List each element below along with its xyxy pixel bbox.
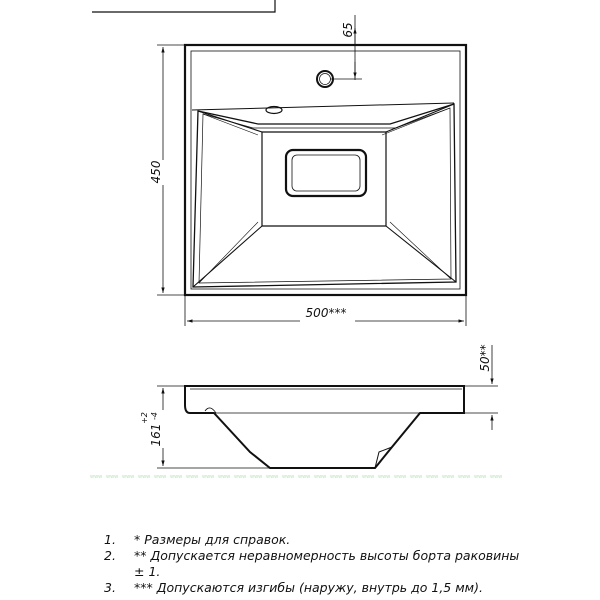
dimension-width xyxy=(184,295,467,326)
watermark-text: www xyxy=(122,474,134,480)
watermark-text: www xyxy=(346,474,358,480)
drain-inner xyxy=(291,154,361,192)
watermark-text: www xyxy=(474,474,486,480)
watermark-text: www xyxy=(282,474,294,480)
side-drain-stub xyxy=(374,446,393,469)
watermark-text: www xyxy=(426,474,438,480)
deck-edge xyxy=(191,102,455,111)
notes-list: 1. * Размеры для справок. 2. ** Допускае… xyxy=(104,532,524,596)
bowl-bottom xyxy=(261,131,387,227)
note-item: 3. *** Допускаются изгибы (наружу, внутр… xyxy=(104,580,524,596)
watermark-text: www xyxy=(106,474,118,480)
facet-diagonal-inner xyxy=(198,107,452,284)
side-bowl-curve xyxy=(204,407,217,414)
watermark-text: www xyxy=(314,474,326,480)
overflow-slot xyxy=(265,105,283,115)
watermark-text: www xyxy=(458,474,470,480)
dimension-width-label: 500*** xyxy=(306,306,347,320)
drain-outer xyxy=(284,148,368,198)
note-number: 2. xyxy=(104,548,116,563)
watermark-text: www xyxy=(490,474,502,480)
note-number: 3. xyxy=(104,580,116,595)
watermark-text: www xyxy=(234,474,246,480)
sink-top-view xyxy=(183,43,468,297)
dimension-height-tol-upper: +2 xyxy=(140,412,149,424)
watermark-text: www xyxy=(394,474,406,480)
note-number: 1. xyxy=(104,532,116,547)
dimension-rim-height-label: 50** xyxy=(478,344,492,371)
note-text: ** Допускается неравномерность высоты бо… xyxy=(134,548,520,579)
dimension-height xyxy=(157,385,270,469)
tap-hole-inner xyxy=(319,73,331,85)
title-block-frame xyxy=(92,0,276,13)
watermark-text: www xyxy=(410,474,422,480)
dimension-height-tol-lower: -4 xyxy=(150,412,159,420)
watermark-text: www xyxy=(186,474,198,480)
dimension-tap-offset-label: 65 xyxy=(341,22,355,37)
sink-side-view xyxy=(184,385,465,469)
dimension-rim-height xyxy=(464,345,498,430)
note-item: 2. ** Допускается неравномерность высоты… xyxy=(104,548,524,580)
note-text: * Размеры для справок. xyxy=(134,532,291,547)
watermark-text: www xyxy=(330,474,342,480)
watermark-text: www xyxy=(442,474,454,480)
watermark-text: www xyxy=(170,474,182,480)
facet-diagonal xyxy=(192,103,457,288)
dimension-tap-offset xyxy=(330,15,362,80)
dimension-height-label: 161 xyxy=(149,424,163,447)
watermark-text: www xyxy=(154,474,166,480)
watermark-text: www xyxy=(202,474,214,480)
note-text: *** Допускаются изгибы (наружу, внутрь д… xyxy=(134,580,483,595)
watermark-text: www xyxy=(362,474,374,480)
side-rim xyxy=(184,385,465,469)
note-item: 1. * Размеры для справок. xyxy=(104,532,524,548)
watermark-text: www xyxy=(218,474,230,480)
watermark-text: www xyxy=(250,474,262,480)
watermark-text: www xyxy=(378,474,390,480)
dimension-depth-label: 450 xyxy=(149,160,163,183)
sink-outer-outline xyxy=(183,43,468,297)
dimension-depth xyxy=(157,44,185,296)
watermark-text: www xyxy=(138,474,150,480)
watermark-text: www xyxy=(266,474,278,480)
watermark-text: www xyxy=(90,474,102,480)
watermark-text: www xyxy=(298,474,310,480)
sink-rim-line xyxy=(190,50,461,290)
